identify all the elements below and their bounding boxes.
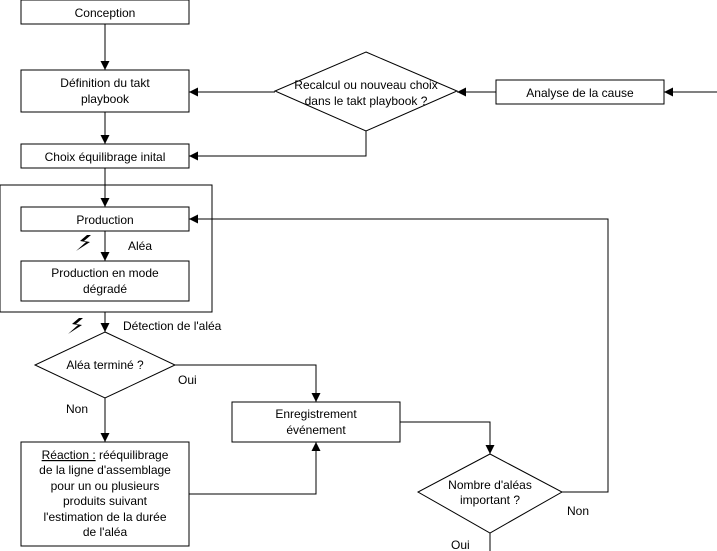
node-enregistrement: Enregistrement événement	[231, 401, 401, 443]
recalcul-label-line1: Recalcul ou nouveau choix	[294, 78, 437, 92]
node-production: Production	[20, 206, 190, 232]
enregistrement-label-line1: Enregistrement	[275, 407, 357, 421]
conception-label: Conception	[75, 6, 136, 20]
lightning-icon	[68, 318, 83, 334]
reaction-label-line4: produits suivant	[63, 494, 148, 508]
analyse-label: Analyse de la cause	[526, 86, 634, 100]
reaction-label-line6: de l'aléa	[83, 525, 128, 539]
production-group-frame	[0, 184, 213, 313]
reaction-label-line2: de la ligne d'assemblage	[39, 463, 171, 477]
definition-label-line1: Définition du takt	[60, 76, 150, 90]
reaction-line1-rest: rééquilibrage	[96, 448, 169, 462]
recalcul-label-line2: dans le takt playbook ?	[305, 94, 428, 108]
node-nombre-aleas-decision: Nombre d'aléas important ?	[416, 453, 564, 534]
non-label-nombre-aleas: Non	[567, 504, 589, 518]
alea-label: Aléa	[128, 239, 152, 253]
alea-termine-label: Aléa terminé ?	[66, 358, 144, 372]
reaction-label-line3: pour un ou plusieurs	[51, 479, 160, 493]
degrade-label-line1: Production en mode	[51, 266, 159, 280]
node-analyse-cause: Analyse de la cause	[495, 79, 665, 105]
definition-label-line2: playbook	[81, 92, 130, 106]
nombre-label-line2: important ?	[460, 493, 520, 507]
reaction-title: Réaction :	[42, 448, 96, 462]
choix-label: Choix équilibrage inital	[45, 150, 166, 164]
non-label-alea-termine: Non	[66, 402, 88, 416]
node-choix-equilibrage: Choix équilibrage inital	[20, 143, 190, 169]
nombre-label-line1: Nombre d'aléas	[448, 478, 532, 492]
arrow-reaction-to-enregistrement	[189, 442, 321, 495]
oui-label-alea-termine: Oui	[178, 373, 197, 387]
production-label: Production	[76, 213, 133, 227]
degrade-label-line2: dégradé	[83, 282, 127, 296]
node-conception: Conception	[20, 0, 190, 25]
arrow-nombre-non-to-production	[189, 214, 609, 493]
arrow-enregistrement-to-nombre	[400, 421, 495, 454]
node-reaction: Réaction : rééquilibrage de la ligne d'a…	[20, 441, 190, 547]
oui-label-nombre-aleas: Oui	[451, 538, 470, 551]
arrow-oui-to-enregistrement	[175, 364, 321, 402]
node-definition-takt-playbook: Définition du takt playbook	[20, 69, 190, 113]
reaction-label-line1: Réaction : rééquilibrage	[42, 448, 169, 462]
arrow-recalcul-to-choix	[189, 131, 367, 161]
enregistrement-label-line2: événement	[286, 423, 346, 437]
node-recalcul-decision: Recalcul ou nouveau choix dans le takt p…	[273, 51, 459, 132]
connectors	[100, 24, 717, 551]
detection-alea-label: Détection de l'aléa	[123, 319, 222, 333]
node-alea-termine-decision: Aléa terminé ?	[33, 331, 177, 399]
lightning-icon	[76, 235, 91, 251]
reaction-label-line5: l'estimation de la durée	[43, 510, 166, 524]
node-production-mode-degrade: Production en mode dégradé	[20, 260, 190, 302]
